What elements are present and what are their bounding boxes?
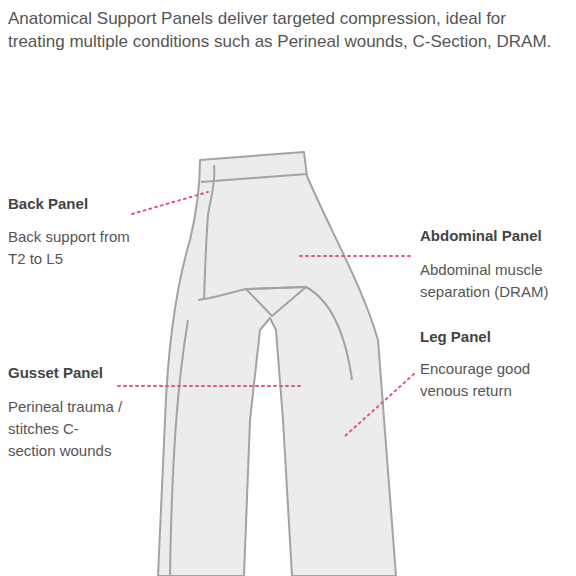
- waistband-seam: [201, 174, 307, 182]
- leader-line: [118, 385, 300, 387]
- panel-description: Abdominal muscle separation (DRAM): [420, 259, 570, 303]
- panel-name: Leg Panel: [420, 327, 570, 347]
- leader-line: [345, 374, 414, 436]
- leg-seam: [306, 287, 352, 380]
- garment-outline: [158, 152, 396, 576]
- leader-line: [132, 192, 208, 214]
- panel-description: Perineal trauma / stitches C-section wou…: [8, 396, 126, 461]
- panel-name: Back Panel: [8, 194, 168, 214]
- panel-description: Encourage good venous return: [420, 358, 570, 402]
- panel-name: Abdominal Panel: [420, 226, 570, 246]
- panel-description: Back support from T2 to L5: [8, 226, 133, 270]
- gusset-panel-seam: [246, 287, 306, 316]
- back-panel-seam: [204, 165, 214, 300]
- title: Anatomical Support Panels deliver target…: [8, 8, 563, 54]
- panel-name: Gusset Panel: [8, 363, 168, 383]
- leader-line: [300, 255, 412, 257]
- leg-seam: [170, 320, 188, 576]
